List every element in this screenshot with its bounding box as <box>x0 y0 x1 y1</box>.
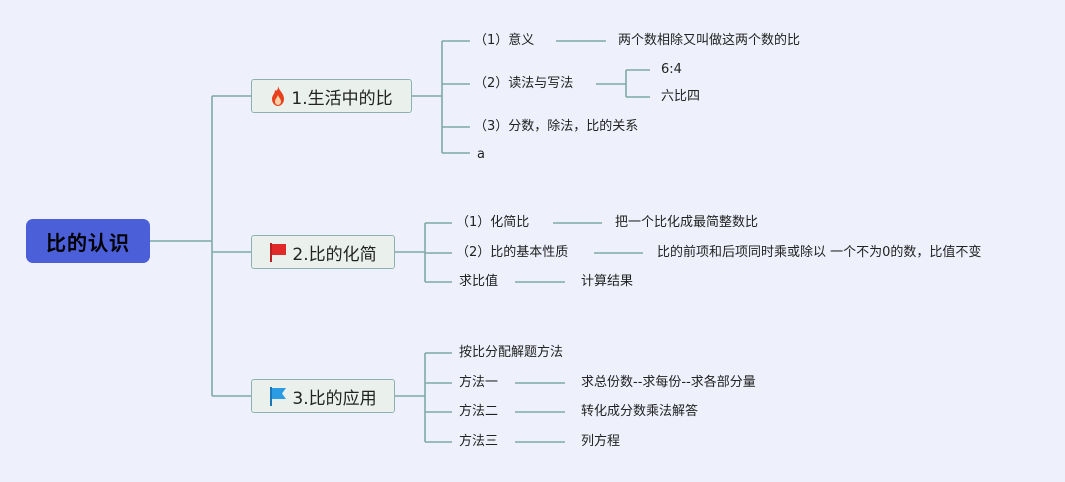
leaf-ratio-value[interactable]: 求比值 <box>459 274 499 289</box>
leaf-method3-detail[interactable]: 列方程 <box>581 434 621 449</box>
leaf-method2[interactable]: 方法二 <box>459 404 499 419</box>
leaf-method1-detail[interactable]: 求总份数--求每份--求各部分量 <box>581 375 756 390</box>
topic-label: 3.比的应用 <box>292 388 377 409</box>
topic-node-simplify-ratio[interactable]: 2.比的化简 <box>251 235 395 269</box>
leaf-example-words[interactable]: 六比四 <box>661 89 701 104</box>
leaf-method3[interactable]: 方法三 <box>459 434 499 449</box>
root-label: 比的认识 <box>46 230 130 255</box>
leaf-meaning[interactable]: （1）意义 <box>474 33 535 48</box>
leaf-allocation-title[interactable]: 按比分配解题方法 <box>459 345 564 360</box>
root-node[interactable]: 比的认识 <box>26 219 150 263</box>
leaf-simplify-detail[interactable]: 把一个比化成最简整数比 <box>615 215 759 230</box>
leaf-property[interactable]: （2）比的基本性质 <box>456 245 569 260</box>
topic-node-life-ratio[interactable]: 1.生活中的比 <box>251 79 412 113</box>
leaf-relation[interactable]: （3）分数，除法，比的关系 <box>474 119 639 134</box>
leaf-extra[interactable]: a <box>477 147 485 162</box>
fire-icon <box>270 86 286 106</box>
topic-node-apply-ratio[interactable]: 3.比的应用 <box>251 379 395 413</box>
blue-flag-icon <box>269 386 287 406</box>
topic-label: 2.比的化简 <box>292 244 377 265</box>
leaf-simplify[interactable]: （1）化简比 <box>456 215 530 230</box>
leaf-method1[interactable]: 方法一 <box>459 375 499 390</box>
leaf-method2-detail[interactable]: 转化成分数乘法解答 <box>581 404 699 419</box>
leaf-property-detail[interactable]: 比的前项和后项同时乘或除以 一个不为0的数，比值不变 <box>657 245 982 260</box>
leaf-meaning-detail[interactable]: 两个数相除又叫做这两个数的比 <box>618 33 801 48</box>
leaf-read-write[interactable]: （2）读法与写法 <box>474 76 574 91</box>
topic-label: 1.生活中的比 <box>291 88 393 109</box>
red-flag-icon <box>269 242 287 262</box>
leaf-ratio-value-detail[interactable]: 计算结果 <box>581 274 634 289</box>
leaf-example-colon[interactable]: 6:4 <box>661 62 682 77</box>
